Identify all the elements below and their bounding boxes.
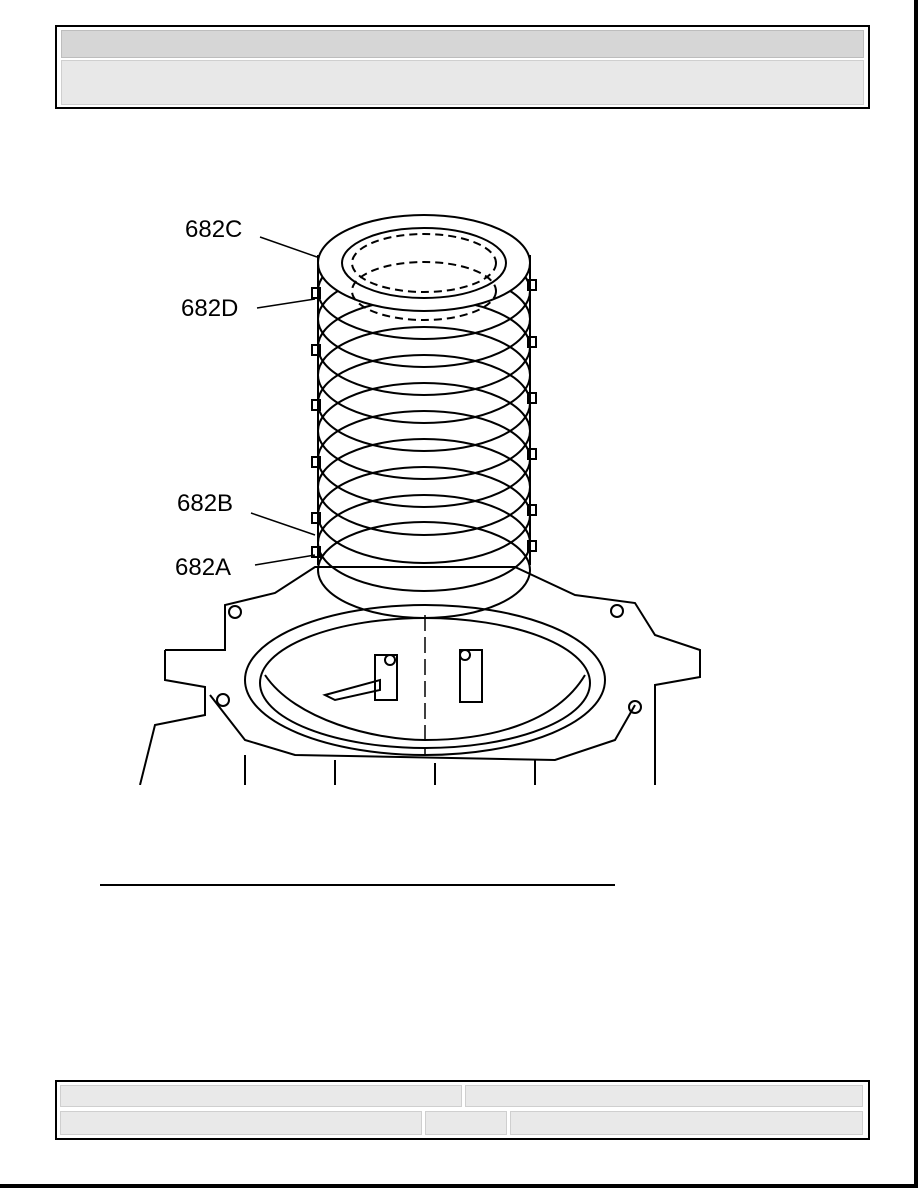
footer-cell-bottom-right — [510, 1111, 863, 1135]
tab-left-5 — [311, 512, 321, 524]
header-table — [55, 25, 870, 109]
plate-second-spline — [351, 261, 497, 321]
tab-left-2 — [311, 344, 321, 356]
bolt-hole-4 — [628, 700, 642, 714]
bolt-hole-2 — [610, 604, 624, 618]
case-flange — [209, 694, 636, 762]
plate-10 — [317, 494, 531, 592]
tab-left-6 — [311, 546, 321, 558]
header-subtitle-row — [61, 60, 864, 105]
callout-682A: 682A — [175, 554, 231, 581]
plate-9 — [317, 466, 531, 564]
tab-right-2 — [527, 336, 537, 348]
header-title-row — [61, 30, 864, 58]
bolt-hole-3 — [216, 693, 230, 707]
plate-top-spline — [351, 233, 497, 293]
clutch-plates-illustration: 682C 682D 682B 682A — [135, 195, 715, 785]
footer-cell-top-right — [465, 1085, 863, 1107]
leader-682B — [250, 512, 316, 536]
tab-left-3 — [311, 399, 321, 411]
plate-8 — [317, 438, 531, 536]
clutch-plate-stack — [311, 214, 537, 619]
footer-cell-bottom-left — [60, 1111, 422, 1135]
plate-4 — [317, 326, 531, 424]
section-divider — [100, 884, 615, 886]
case-outline-left — [139, 650, 206, 785]
leader-682A — [254, 554, 316, 566]
bolt-hole-5 — [384, 654, 396, 666]
bolt-hole-1 — [228, 605, 242, 619]
callout-682D: 682D — [181, 295, 238, 322]
plate-top-inner — [341, 227, 507, 299]
footer-cell-top-left — [60, 1085, 462, 1107]
tab-right-4 — [527, 448, 537, 460]
plate-3 — [317, 298, 531, 396]
plate-7 — [317, 410, 531, 508]
tab-right-3 — [527, 392, 537, 404]
tab-left-4 — [311, 456, 321, 468]
case-outline — [165, 566, 701, 785]
clutch-pack-drawing: 682C 682D 682B 682A — [139, 214, 701, 785]
bolt-hole-6 — [459, 649, 471, 661]
callout-682C: 682C — [185, 216, 242, 243]
plate-11 — [317, 521, 531, 619]
tab-left-1 — [311, 287, 321, 299]
tab-right-6 — [527, 540, 537, 552]
leader-682D — [256, 298, 316, 309]
case-boss-left — [374, 654, 398, 701]
tab-right-5 — [527, 504, 537, 516]
footer-table — [55, 1080, 870, 1140]
tab-right-1 — [527, 279, 537, 291]
case-boss-right — [459, 649, 483, 703]
callout-682B: 682B — [177, 490, 233, 517]
case-slot — [322, 678, 381, 702]
leader-682C — [259, 236, 318, 258]
footer-cell-bottom-middle — [425, 1111, 507, 1135]
plate-6 — [317, 382, 531, 480]
plate-5 — [317, 354, 531, 452]
